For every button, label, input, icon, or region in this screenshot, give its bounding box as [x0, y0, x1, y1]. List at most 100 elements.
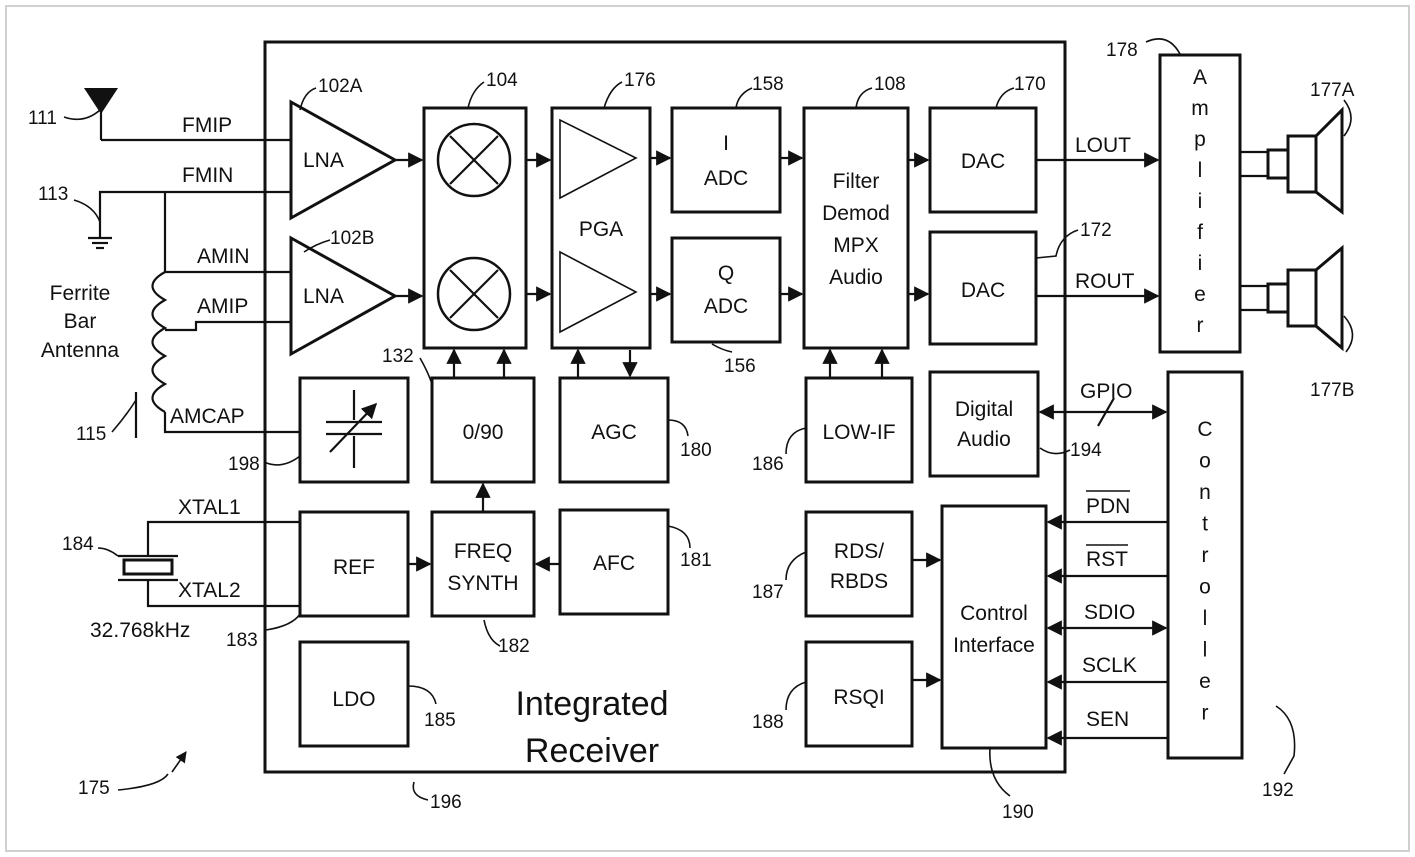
amp-letters-letter: l: [1198, 159, 1203, 182]
amp-letters-letter: r: [1197, 314, 1204, 337]
freq-synth-block: [430, 510, 536, 618]
q-adc-label-1: Q: [718, 262, 734, 285]
ref-104: 104: [486, 70, 518, 91]
reference-numerals: 111 113 115 102A 102B 104 176 158 156 10…: [28, 40, 1355, 823]
integrated-receiver-label-1: Integrated: [515, 685, 668, 723]
ref-177b: 177B: [1310, 380, 1354, 401]
ref-156: 156: [724, 356, 756, 377]
ref-187: 187: [752, 582, 784, 603]
ref-113: 113: [38, 184, 68, 205]
low-if-block: [804, 376, 914, 484]
sclk-label: SCLK: [1082, 654, 1137, 677]
pga-amp-i-icon: [559, 118, 638, 200]
xtal1-line: [146, 520, 300, 556]
mixer-block: [422, 106, 528, 350]
ref-111: 111: [28, 108, 57, 129]
rsqi-label: RSQI: [833, 686, 884, 709]
freq-synth-label-2: SYNTH: [447, 572, 518, 595]
ref-186: 186: [752, 454, 784, 475]
i-adc-block: [670, 106, 782, 214]
dsp-label-1: Filter: [833, 170, 880, 193]
page-border: [5, 5, 1410, 852]
i-adc-label-1: I: [723, 132, 729, 155]
ctrl-letters-letter: r: [1202, 702, 1209, 725]
ctrl-letters-letter: t: [1202, 513, 1208, 536]
rout-label: ROUT: [1075, 270, 1135, 293]
ref-block: [298, 510, 410, 618]
fm-antenna: [84, 88, 118, 140]
ref-102b: 102B: [330, 228, 374, 249]
dac-r-block: [928, 230, 1038, 346]
ref-188: 188: [752, 712, 784, 733]
mixer-i-icon: [436, 122, 512, 198]
ldo-label: LDO: [332, 688, 375, 711]
fmin-label: FMIN: [182, 164, 233, 187]
rds-label-2: RBDS: [830, 570, 888, 593]
control-interface-label-1: Control: [960, 602, 1028, 625]
ref-115: 115: [76, 424, 106, 445]
integrated-receiver-label-2: Receiver: [525, 732, 659, 770]
amp-letters-letter: p: [1194, 128, 1206, 151]
ref-176: 176: [624, 70, 656, 91]
sdio-label: SDIO: [1084, 601, 1135, 624]
sen-label: SEN: [1086, 708, 1129, 731]
dac-r-label: DAC: [961, 279, 1005, 302]
variable-capacitor-icon: [326, 390, 382, 468]
digital-audio-label-1: Digital: [955, 398, 1013, 421]
dsp-label-2: Demod: [822, 202, 890, 225]
agc-block: [558, 376, 670, 484]
ref-182: 182: [498, 636, 530, 657]
amp-letters-letter: f: [1197, 221, 1203, 244]
ref-180: 180: [680, 440, 712, 461]
gpio-label: GPIO: [1080, 380, 1133, 403]
agc-label: AGC: [591, 421, 637, 444]
digital-audio-block: [928, 370, 1040, 478]
ref-172: 172: [1080, 220, 1112, 241]
pdn-label: PDN: [1086, 495, 1130, 518]
q-adc-block: [670, 236, 782, 344]
pga-amp-q-icon: [559, 250, 638, 334]
dsp-block: [802, 106, 910, 350]
quadrature-label: 0/90: [463, 421, 504, 444]
amp-letters-letter: i: [1198, 252, 1203, 275]
speaker-left-icon: [1240, 106, 1344, 216]
amp-letters-letter: m: [1191, 97, 1209, 120]
ref-178: 178: [1106, 40, 1138, 61]
xtal1-label: XTAL1: [178, 496, 241, 519]
gpio-bus-slash: [1097, 397, 1115, 427]
rst-label: RST: [1086, 548, 1128, 571]
ref-198: 198: [228, 454, 260, 475]
dsp-label-3: MPX: [833, 234, 879, 257]
lna-a: [289, 99, 399, 221]
low-if-label: LOW-IF: [822, 421, 895, 444]
lout-label: LOUT: [1075, 134, 1131, 157]
i-adc-label-2: ADC: [704, 167, 748, 190]
ref-185: 185: [424, 710, 456, 731]
amp-letters-letter: e: [1194, 283, 1206, 306]
ref-158: 158: [752, 74, 784, 95]
amcap-label: AMCAP: [170, 405, 245, 428]
ref-183: 183: [226, 630, 258, 651]
amcap-line: [163, 412, 300, 434]
rds-block: [804, 510, 914, 618]
speaker-right-icon: [1240, 244, 1344, 352]
ctrl-letters-letter: n: [1199, 481, 1211, 504]
afc-block: [558, 508, 670, 616]
ref-190: 190: [1002, 802, 1034, 823]
ref-108: 108: [874, 74, 906, 95]
freq-synth-label-1: FREQ: [454, 540, 512, 563]
crystal-frequency-label: 32.768kHz: [90, 619, 190, 642]
fmin-line: [98, 190, 291, 238]
ref-177a: 177A: [1310, 80, 1355, 101]
afc-label: AFC: [593, 552, 635, 575]
ferrite-label-1: Ferrite: [50, 282, 111, 305]
ref-132: 132: [382, 346, 414, 367]
mixer-q-icon: [436, 256, 512, 332]
controller-block: [1166, 370, 1244, 760]
ref-184: 184: [62, 534, 94, 555]
crystal-icon: [118, 554, 178, 582]
